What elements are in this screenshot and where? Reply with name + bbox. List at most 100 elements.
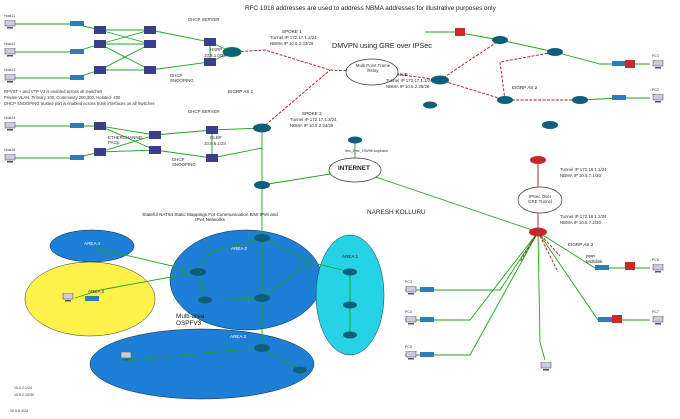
area1-label: AREA 1 xyxy=(342,254,359,259)
router-icon xyxy=(198,296,212,304)
router-icon xyxy=(343,331,357,339)
multilayer-switch-icon xyxy=(204,38,216,46)
router-icon xyxy=(530,156,546,164)
pc-icon xyxy=(4,20,16,29)
switch-icon xyxy=(612,95,626,100)
firewall-icon xyxy=(625,262,635,270)
note-line: DHCP SNOOPING trusted port is enabled ac… xyxy=(4,101,155,106)
pc-icon xyxy=(652,94,664,103)
switch-icon xyxy=(70,75,84,80)
switch-icon xyxy=(70,21,84,26)
switch-icon xyxy=(420,287,434,292)
multilayer-switch-icon xyxy=(149,146,161,154)
hub-tunnel: Tunnel IP 172.17.1.1/24 xyxy=(386,78,433,83)
glbp-label: GLBP xyxy=(210,135,222,140)
pc-icon xyxy=(4,122,16,131)
pc-label: PC3 xyxy=(405,280,412,284)
area4-label: AREA 4 xyxy=(84,241,101,246)
loopback-label: 8ns_2ms_195/96 loopback xyxy=(345,149,388,153)
pc-icon xyxy=(120,352,132,361)
switch-icon xyxy=(420,352,434,357)
tunnel1-nbma: NBMA IP 10.5.7.1/30 xyxy=(560,173,601,178)
area3-ellipse xyxy=(89,328,315,400)
multilayer-switch-icon xyxy=(144,26,156,34)
subnet-label: 10.5.2.1/24 xyxy=(14,386,32,390)
frame-relay-label: Multi Point Frame Relay xyxy=(355,63,391,73)
router-icon xyxy=(348,136,362,144)
multilayer-switch-icon xyxy=(94,40,106,48)
multilayer-switch-icon xyxy=(206,126,218,134)
spoke2-name: SPOKE 2 xyxy=(302,111,322,116)
router-icon xyxy=(254,234,270,242)
pc-icon xyxy=(4,74,16,83)
switch-icon xyxy=(612,61,626,66)
tunnel1-ip: Tunnel IP 172.16.1.1/24 xyxy=(560,167,607,172)
subnet-label: 10.5.8.4/24 xyxy=(10,409,28,413)
router-icon xyxy=(222,47,242,57)
host-label: Host15 xyxy=(4,148,16,152)
pc-icon xyxy=(62,293,74,302)
subnet-label: 10.5.2.15/30 xyxy=(14,393,34,397)
host-label: Host13 xyxy=(4,68,16,72)
pc-label: PC4 xyxy=(405,310,412,314)
multilayer-switch-icon xyxy=(144,40,156,48)
pc-label: PC7 xyxy=(652,310,659,314)
switch-icon xyxy=(70,155,84,160)
nat64-label: Stateful NAT64 Static Mappings For Commu… xyxy=(142,212,278,222)
pc-icon xyxy=(652,60,664,69)
frame-relay-cloud xyxy=(345,58,399,86)
pc-icon xyxy=(405,351,417,360)
spoke2-tunnel: Tunnel IP 172.17.1.3/24 xyxy=(290,117,337,122)
multilayer-switch-icon xyxy=(144,66,156,74)
host-label: Host11 xyxy=(4,14,16,18)
tunnel2-ip: Tunnel IP 172.16.1.2/24 xyxy=(560,214,607,219)
spoke2-nbma: NBMA IP 10.5.2.34/29 xyxy=(290,123,334,128)
router-icon xyxy=(343,301,357,309)
pc-icon xyxy=(405,316,417,325)
area3-label: AREA 3 xyxy=(230,334,247,339)
pc-label: PC2 xyxy=(652,88,659,92)
eigrp-as3-label: EIGRP AS 3 xyxy=(568,242,594,247)
switch-icon xyxy=(420,317,434,322)
ipsec-tunnel-cloud xyxy=(517,186,563,214)
ipsec-gre-label: IPSec Over GRE Tunnel xyxy=(528,194,552,204)
pc-label: PC5 xyxy=(405,345,412,349)
area2-label: AREA 2 xyxy=(88,289,105,294)
pc-label: PC1 xyxy=(652,54,659,58)
multilayer-switch-icon xyxy=(94,26,106,34)
dhcp-snooping-label: DHCP SNOOPING xyxy=(170,73,194,83)
router-icon xyxy=(343,268,357,276)
multilayer-switch-icon xyxy=(94,148,106,156)
pc-icon xyxy=(405,286,417,295)
pc-icon xyxy=(652,264,664,273)
internet-label: INTERNET xyxy=(338,165,370,172)
router-icon xyxy=(254,344,270,352)
dmvpn-heading: DMVPN using GRE over IPSec xyxy=(332,41,432,50)
switch-icon xyxy=(70,49,84,54)
eigrp-as2-label: EIGRP AS 2 xyxy=(512,85,538,90)
router-icon xyxy=(293,366,307,374)
firewalls xyxy=(455,28,635,323)
spoke1-name: SPOKE 1 xyxy=(282,29,302,34)
multilayer-switch-icon xyxy=(94,122,106,130)
author-label: NARESH KOLLURU xyxy=(367,209,426,216)
multilayer-switch-icon xyxy=(94,66,106,74)
switch-icon xyxy=(595,265,609,270)
rfc-heading: RFC 1918 addresses are used to address N… xyxy=(245,5,496,12)
spoke1-nbma: NBMA IP 10.5.2.33/29 xyxy=(270,41,314,46)
router-icon xyxy=(547,48,563,56)
pc-icon xyxy=(4,48,16,57)
switch-icon xyxy=(155,354,169,359)
hsrp-label: HSRP xyxy=(210,47,223,52)
dhcp-server-label: DHCP SERVER xyxy=(188,17,220,22)
multilayer-switches xyxy=(94,26,218,162)
eigrp-as1-label: EIGRP AS 1 xyxy=(228,89,254,94)
switch-icon xyxy=(70,123,84,128)
router-icon xyxy=(423,101,437,109)
internet-cloud xyxy=(328,157,382,183)
router-icon xyxy=(529,227,547,237)
dhcp-server-label: DHCP SERVER xyxy=(188,109,220,114)
tunnel2-nbma: NBMA IP 10.5.7.2/30 xyxy=(560,220,601,225)
hub-nbma: NBMA IP 10.5.2.35/29 xyxy=(386,84,430,89)
